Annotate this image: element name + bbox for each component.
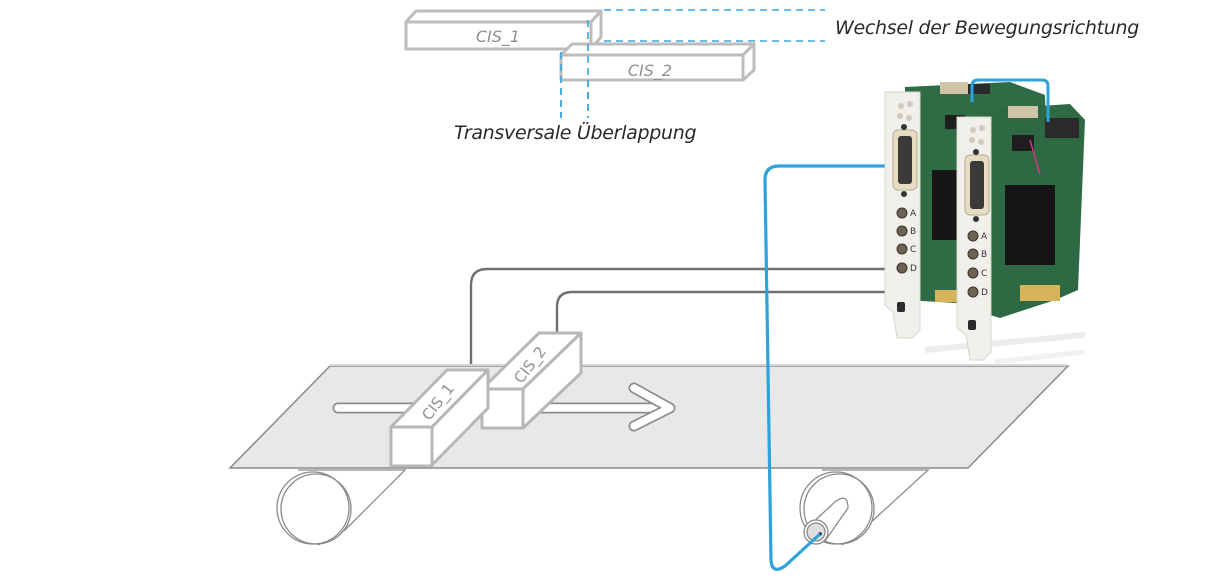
card2-port-b-label: B [981,250,987,260]
cable-cis2-to-card2 [555,290,968,332]
sensor-cables [469,267,968,366]
card1-port-d-label: D [910,264,917,274]
sync-bridge-cable [970,78,1050,122]
conveyor-cis1-sensor [389,368,490,468]
card1-port-b-label: B [910,227,916,237]
card2-logo-icon [968,320,976,330]
direction-change-annotation: Wechsel der Bewegungsrichtung [835,17,1140,39]
top-cis2-bar [559,42,756,82]
left-roller [276,469,407,546]
card2-port-d-label: D [981,288,988,298]
card2-port-c-label: C [981,269,987,279]
card2-port-a-label: A [981,232,988,242]
transversal-overlap-annotation: Transversale Überlappung [454,122,697,144]
top-cis1-label: CIS_1 [476,27,520,47]
encoder-cable [763,164,897,571]
top-view-overlap: CIS_1 CIS_2 [404,9,825,118]
top-cis1-bar [404,9,603,51]
card1-logo-icon [897,302,905,312]
card-2: A B C D [956,104,1085,361]
card1-port-c-label: C [910,245,916,255]
top-cis2-label: CIS_2 [628,61,672,81]
cable-cis1-to-card1 [469,267,893,366]
conveyor: CIS_2 CIS_1 [228,331,1070,546]
frame-grabber-cards: A B C D [884,78,1086,365]
card1-port-a-label: A [910,209,917,219]
conveyor-cis2-sensor [480,331,583,430]
